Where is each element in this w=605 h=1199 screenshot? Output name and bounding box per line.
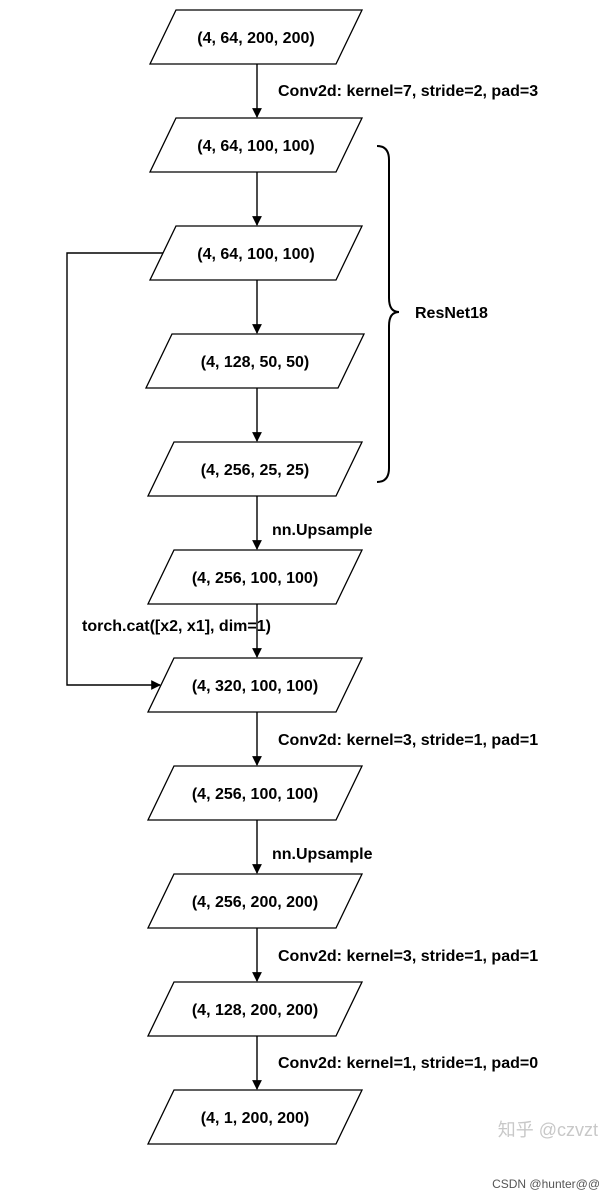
op-label-upsample-2: nn.Upsample — [272, 846, 373, 863]
node-label: (4, 128, 200, 200) — [192, 1002, 318, 1019]
parallelogram-shape — [144, 333, 366, 389]
parallelogram-shape — [148, 9, 364, 65]
tensor-node-9: (4, 256, 200, 200) — [146, 873, 364, 929]
node-label: (4, 256, 200, 200) — [192, 894, 318, 911]
credit-text: CSDN @hunter@@ — [492, 1177, 600, 1191]
parallelogram-shape — [146, 1089, 364, 1145]
parallelogram-shape — [146, 657, 364, 713]
op-label-conv-in: Conv2d: kernel=7, stride=2, pad=3 — [278, 83, 538, 100]
tensor-node-7: (4, 320, 100, 100) — [146, 657, 364, 713]
op-label-concat: torch.cat([x2, x1], dim=1) — [82, 618, 271, 635]
tensor-node-10: (4, 128, 200, 200) — [146, 981, 364, 1037]
watermark-text: 知乎 @czvzt — [498, 1120, 598, 1140]
node-label: (4, 128, 50, 50) — [201, 354, 310, 371]
parallelogram-shape — [146, 441, 364, 497]
tensor-node-6: (4, 256, 100, 100) — [146, 549, 364, 605]
node-label: (4, 64, 100, 100) — [197, 246, 314, 263]
skip-connection-arrow — [66, 252, 163, 690]
tensor-node-8: (4, 256, 100, 100) — [146, 765, 364, 821]
parallelogram-shape — [146, 765, 364, 821]
parallelogram-shape — [146, 549, 364, 605]
node-label: (4, 320, 100, 100) — [192, 678, 318, 695]
node-label: (4, 256, 100, 100) — [192, 786, 318, 803]
resnet18-brace — [376, 145, 400, 483]
resnet18-label: ResNet18 — [415, 305, 488, 322]
node-label: (4, 64, 200, 200) — [197, 30, 314, 47]
node-label: (4, 256, 25, 25) — [201, 462, 310, 479]
op-label-upsample-1: nn.Upsample — [272, 522, 373, 539]
parallelogram-shape — [148, 225, 364, 281]
parallelogram-shape — [148, 117, 364, 173]
tensor-node-3: (4, 64, 100, 100) — [148, 225, 364, 281]
tensor-node-2: (4, 64, 100, 100) — [148, 117, 364, 173]
op-label-conv-out: Conv2d: kernel=1, stride=1, pad=0 — [278, 1055, 538, 1072]
tensor-node-1: (4, 64, 200, 200) — [148, 9, 364, 65]
node-label: (4, 64, 100, 100) — [197, 138, 314, 155]
parallelogram-shape — [146, 981, 364, 1037]
op-label-conv-mid: Conv2d: kernel=3, stride=1, pad=1 — [278, 732, 538, 749]
tensor-node-11: (4, 1, 200, 200) — [146, 1089, 364, 1145]
node-label: (4, 256, 100, 100) — [192, 570, 318, 587]
tensor-node-5: (4, 256, 25, 25) — [146, 441, 364, 497]
op-label-conv-post: Conv2d: kernel=3, stride=1, pad=1 — [278, 948, 538, 965]
parallelogram-shape — [146, 873, 364, 929]
node-label: (4, 1, 200, 200) — [201, 1110, 310, 1127]
tensor-node-4: (4, 128, 50, 50) — [144, 333, 366, 389]
